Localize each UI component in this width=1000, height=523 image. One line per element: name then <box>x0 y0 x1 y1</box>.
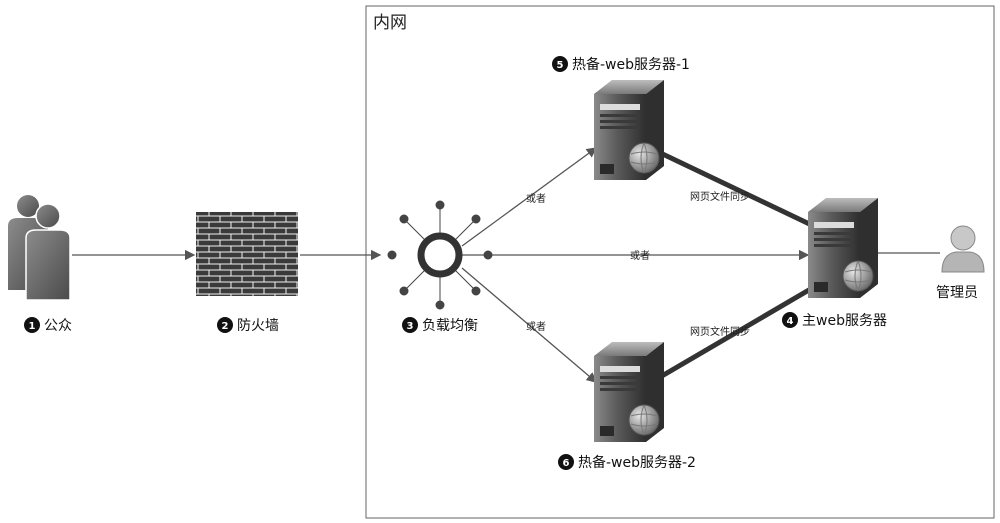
edge-label-backup2: 或者 <box>526 321 546 333</box>
backup-server-2-name: 热备-web服务器-2 <box>578 454 696 471</box>
zone-title: 内网 <box>373 13 407 33</box>
people-icon <box>8 195 71 301</box>
badge-4-number: 4 <box>787 316 794 327</box>
edge-lb-backup2 <box>461 267 597 383</box>
firewall-name: 防火墙 <box>237 318 279 334</box>
badge-6-number: 6 <box>563 458 570 469</box>
edge-label-backup1: 或者 <box>526 193 546 205</box>
edge-label-sync1: 网页文件同步 <box>690 190 750 203</box>
main-server-label: 4 主web服务器 <box>782 312 887 329</box>
badge-3 <box>402 317 418 333</box>
firewall-icon <box>196 212 298 296</box>
badge-5 <box>552 56 568 72</box>
badge-2-number: 2 <box>222 321 229 332</box>
badge-1-number: 1 <box>29 321 36 332</box>
edge-lb-backup1 <box>461 147 598 247</box>
public-label: 1 公众 <box>24 317 72 334</box>
backup-server-1-label: 5 热备-web服务器-1 <box>552 56 690 73</box>
badge-2 <box>217 317 233 333</box>
admin-icon <box>941 225 985 273</box>
backup-server-2-icon <box>593 341 665 443</box>
badge-3-number: 3 <box>407 321 414 332</box>
intranet-zone <box>365 5 995 519</box>
admin-name: 管理员 <box>936 285 978 301</box>
badge-1 <box>24 317 40 333</box>
backup-server-2-label: 6 热备-web服务器-2 <box>558 454 696 471</box>
badge-4 <box>782 312 798 328</box>
public-name: 公众 <box>44 318 72 334</box>
load-balancer-label: 3 负载均衡 <box>402 317 478 334</box>
badge-6 <box>558 454 574 470</box>
sync-line-backup2 <box>653 277 828 383</box>
edge-label-main: 或者 <box>630 250 650 262</box>
load-balancer-icon <box>387 200 493 310</box>
backup-server-1-name: 热备-web服务器-1 <box>572 56 690 73</box>
badge-5-number: 5 <box>557 60 564 71</box>
main-server-name: 主web服务器 <box>802 313 887 329</box>
edge-label-sync2: 网页文件同步 <box>690 325 750 338</box>
sync-line-backup1 <box>648 145 824 233</box>
firewall-label: 2 防火墙 <box>217 317 279 334</box>
load-balancer-name: 负载均衡 <box>422 318 478 334</box>
backup-server-1-icon <box>593 79 665 181</box>
main-server-icon <box>807 197 879 299</box>
